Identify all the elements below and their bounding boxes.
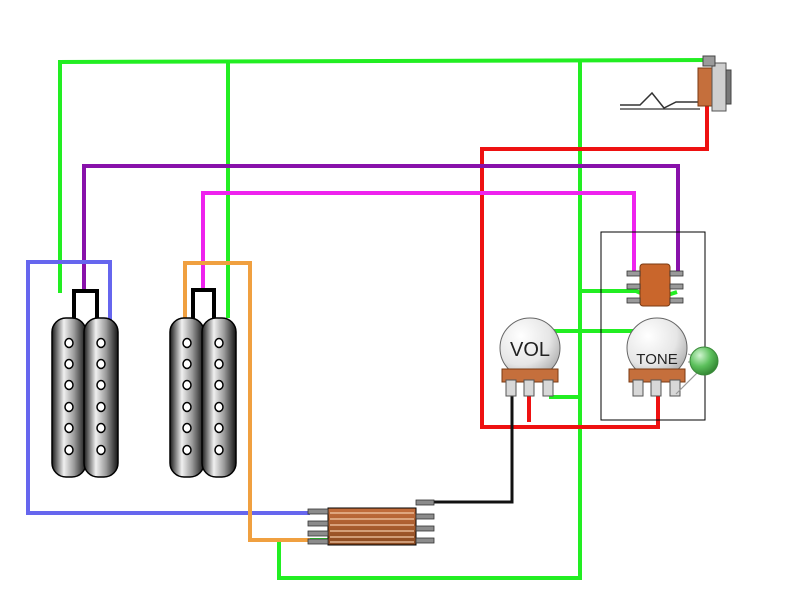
- push-pull-switch-outline: [600, 231, 706, 421]
- bridge-pickup: [169, 288, 237, 478]
- pole-piece: [214, 379, 224, 391]
- pole-piece: [96, 422, 106, 434]
- volume-pot: VOL: [499, 317, 561, 397]
- bridge-coil-b-wire: [201, 191, 636, 292]
- bridge-coil-a-wire: [183, 261, 310, 542]
- pole-piece: [214, 358, 224, 370]
- pole-piece: [214, 401, 224, 413]
- pole-piece: [182, 444, 192, 456]
- volume-pot-label: VOL: [510, 339, 550, 361]
- pole-piece: [64, 358, 74, 370]
- tone-pot: TONE: [626, 317, 719, 397]
- pole-piece: [64, 337, 74, 349]
- pole-piece: [182, 401, 192, 413]
- pole-piece: [182, 358, 192, 370]
- tone-capacitor: [626, 263, 684, 307]
- tone-pot-label: TONE: [636, 351, 677, 368]
- neck-pickup: [51, 289, 119, 478]
- pole-piece: [96, 337, 106, 349]
- pole-piece: [214, 444, 224, 456]
- hot-wire-jack-loop: [480, 98, 709, 429]
- pole-piece: [96, 379, 106, 391]
- signal-wire-switch-to-vol: [430, 395, 514, 504]
- pole-piece: [64, 401, 74, 413]
- pole-piece: [64, 444, 74, 456]
- ground-wire-top-bus: [58, 58, 711, 293]
- pole-piece: [214, 337, 224, 349]
- pole-piece: [182, 337, 192, 349]
- pickup-selector-switch: [307, 499, 435, 546]
- pole-piece: [214, 422, 224, 434]
- pole-piece: [96, 444, 106, 456]
- pole-piece: [64, 379, 74, 391]
- neck-coil-b-wire: [82, 164, 680, 292]
- pole-piece: [64, 422, 74, 434]
- pole-piece: [96, 401, 106, 413]
- output-jack: [620, 55, 732, 112]
- pole-piece: [182, 379, 192, 391]
- tone-pot-green-ball: [689, 346, 719, 376]
- pole-piece: [182, 422, 192, 434]
- pole-piece: [96, 358, 106, 370]
- neck-coil-a-wire: [26, 260, 310, 515]
